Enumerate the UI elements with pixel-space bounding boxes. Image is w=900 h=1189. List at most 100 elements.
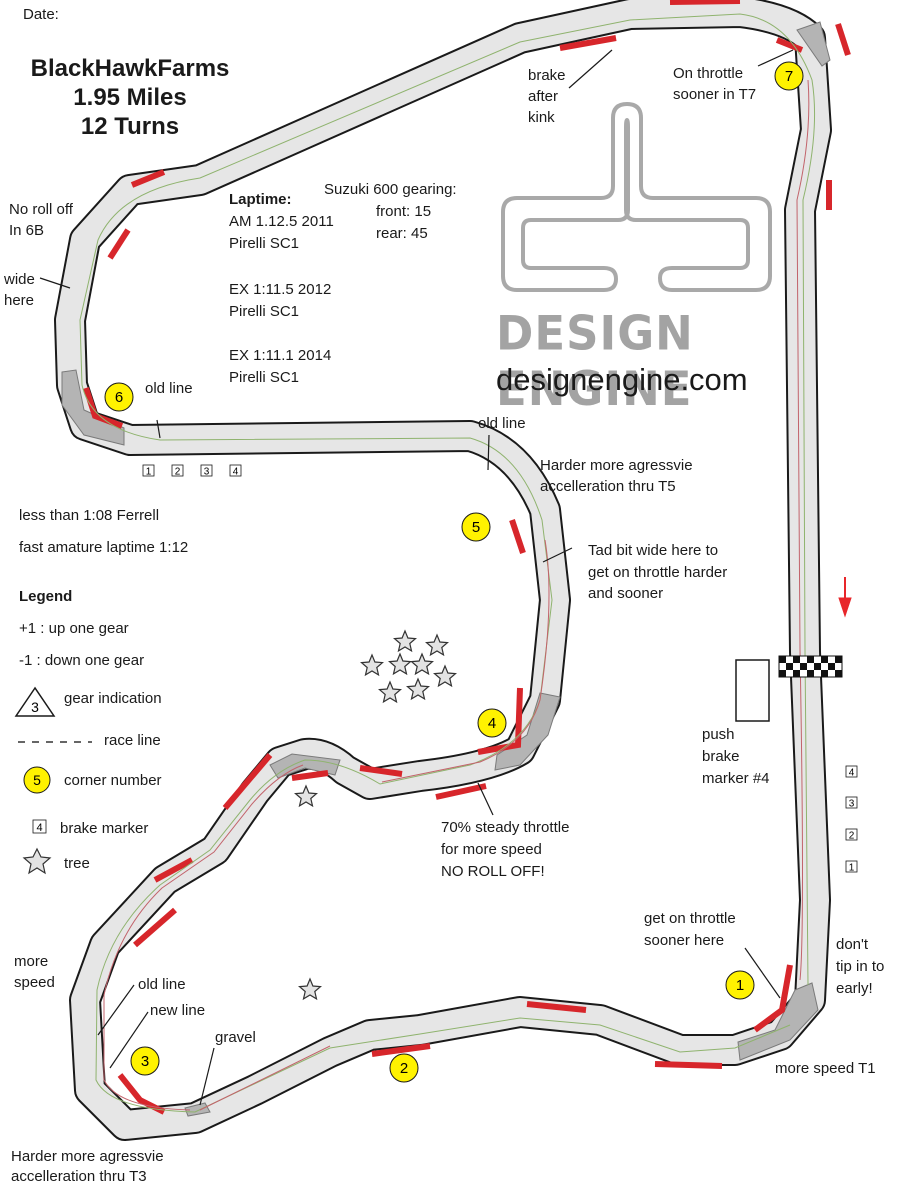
brake-markers-left: 1 2 3 4 [142, 464, 242, 478]
curb [477, 687, 523, 755]
note-steady-throttle-2: for more speed [441, 841, 542, 858]
brake-marker-number: 3 [849, 799, 855, 810]
brake-marker-1: 1 [845, 860, 858, 874]
brand-name: DESIGN ENGINE [496, 305, 694, 417]
curb [291, 770, 329, 781]
brake-marker-3: 3 [200, 464, 213, 478]
brake-marker-2: 2 [171, 464, 184, 478]
curb [775, 37, 804, 53]
note-throttle-sooner-1: get on throttle [644, 910, 736, 927]
legend-brake-symbol: 4 [36, 822, 42, 834]
legend-race-line: race line [104, 732, 161, 749]
amateur-laptime: fast amature laptime 1:12 [19, 539, 189, 556]
corner-marker-1: 1 [725, 970, 755, 1000]
old-line [79, 13, 816, 1113]
race-lines [79, 13, 816, 1113]
track-length: 1.95 Miles [73, 84, 187, 111]
legend-tree: tree [64, 855, 90, 872]
note-no-roll-6b-1: No roll off [9, 201, 73, 218]
note-steady-throttle-1: 70% steady throttle [441, 819, 570, 836]
runoff-t7 [796, 21, 831, 67]
corner-marker-7: 7 [774, 61, 804, 91]
brake-marker-number: 1 [849, 863, 855, 874]
curb [359, 765, 403, 777]
corner-number: 3 [141, 1053, 149, 1070]
legend-corner-symbol: 5 [33, 772, 41, 788]
curb [130, 169, 166, 188]
note-more-speed-t1: more speed T1 [775, 1060, 876, 1077]
laptime-heading: Laptime: [229, 191, 292, 208]
note-dont-tip-2: tip in to [836, 958, 885, 975]
tree-icon [360, 653, 384, 677]
note-push-brake-3: marker #4 [702, 770, 770, 787]
note-brake-after-kink-1: brake [528, 67, 566, 84]
corner-number: 7 [785, 68, 793, 85]
brake-marker-number: 4 [233, 467, 239, 478]
laptime-1: AM 1.12.5 2011 [229, 213, 334, 230]
gearing-heading: Suzuki 600 gearing: [324, 181, 457, 198]
corner-marker-5: 5 [461, 512, 491, 542]
timing-building [735, 659, 770, 722]
curb [133, 907, 177, 948]
note-throttle-t7-1: On throttle [673, 65, 744, 82]
legend-brake-box [32, 819, 47, 834]
tree-icon [378, 680, 402, 704]
brake-markers-right: 4 3 2 1 [845, 765, 858, 874]
tree-icon [425, 633, 449, 657]
tree-icon [410, 652, 434, 676]
laptime-3-tire: Pirelli SC1 [229, 369, 300, 386]
tree-icon [433, 664, 457, 688]
runoff-t4 [494, 692, 561, 771]
tree-icon [22, 847, 52, 875]
gear-indication-triangle [14, 686, 56, 717]
note-pointers [39, 49, 794, 1106]
legend-down-gear: -1 : down one gear [19, 652, 145, 669]
brake-marker-4: 4 [845, 765, 858, 779]
note-push-brake-2: brake [702, 748, 740, 765]
note-tad-wide-2: get on throttle harder [588, 564, 728, 581]
brake-marker-number: 4 [849, 768, 855, 779]
note-old-line-6: old line [145, 380, 193, 397]
note-throttle-t7-2: sooner in T7 [673, 86, 757, 103]
track-turns: 12 Turns [80, 113, 180, 140]
corner-marker-2: 2 [389, 1053, 419, 1083]
tree-icon [388, 652, 412, 676]
runoff-t1 [737, 982, 819, 1061]
legend-gear-symbol: 3 [31, 699, 39, 715]
brand-url: designengine.com [496, 362, 748, 397]
legend-title: Legend [19, 588, 73, 605]
corner-marker-4: 4 [477, 708, 507, 738]
brake-marker-4: 4 [229, 464, 242, 478]
tree-icon [393, 629, 417, 653]
curb [83, 387, 124, 429]
note-harder-t3-2: accelleration thru T3 [11, 1168, 147, 1185]
track-name: BlackHawkFarms [30, 55, 230, 82]
curb [669, 0, 741, 5]
corner-marker-3: 3 [130, 1046, 160, 1076]
gravel-t3 [184, 1102, 211, 1117]
pro-laptime: less than 1:08 Ferrell [19, 507, 160, 524]
laptime-2-tire: Pirelli SC1 [229, 303, 300, 320]
legend-gear-indication: gear indication [64, 690, 162, 707]
curb [526, 1001, 587, 1013]
note-harder-t3-1: Harder more agressvie [11, 1148, 164, 1165]
note-dont-tip-3: early! [836, 980, 873, 997]
brake-marker-1: 1 [142, 464, 155, 478]
brake-marker-2: 2 [845, 828, 858, 842]
note-steady-throttle-3: NO ROLL OFF! [441, 863, 545, 880]
curb [654, 1061, 723, 1069]
note-brake-after-kink-3: kink [528, 109, 555, 126]
corner-number: 4 [488, 715, 496, 732]
trees [294, 629, 457, 1001]
note-brake-after-kink-2: after [528, 88, 559, 105]
brake-marker-number: 1 [146, 467, 152, 478]
legend-symbols: 3 5 4 [14, 686, 92, 875]
curb [835, 23, 851, 56]
curb [753, 964, 793, 1033]
design-engine-logo [501, 102, 772, 292]
note-old-line-3: old line [138, 976, 186, 993]
curb [222, 753, 273, 810]
note-dont-tip-1: don't [836, 936, 869, 953]
